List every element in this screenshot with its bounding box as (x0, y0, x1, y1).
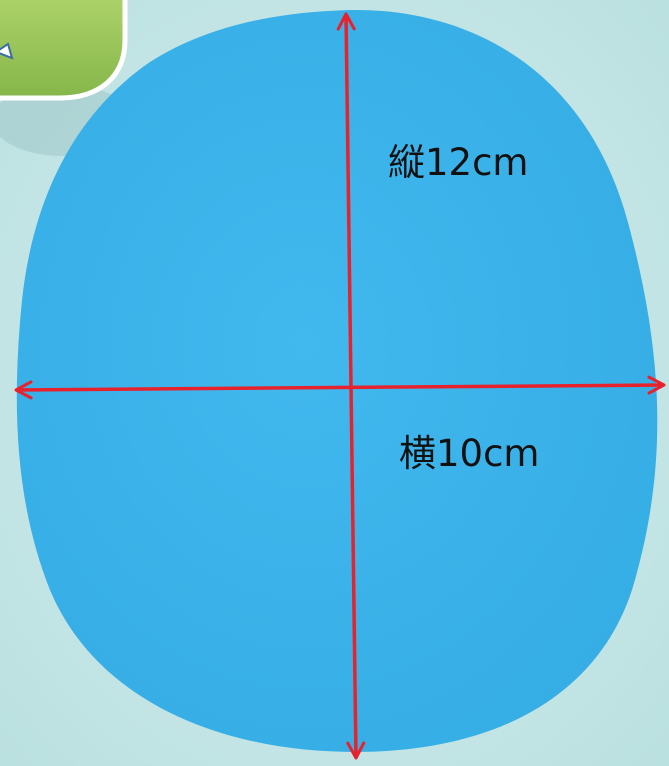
corner-badge (0, 0, 128, 101)
blue-paper-oval (16, 9, 658, 753)
height-label: 縦12cm (388, 141, 529, 184)
badge-pen-icon (0, 42, 14, 60)
horizontal-arrow (14, 375, 666, 400)
width-label: 横10cm (399, 432, 540, 475)
